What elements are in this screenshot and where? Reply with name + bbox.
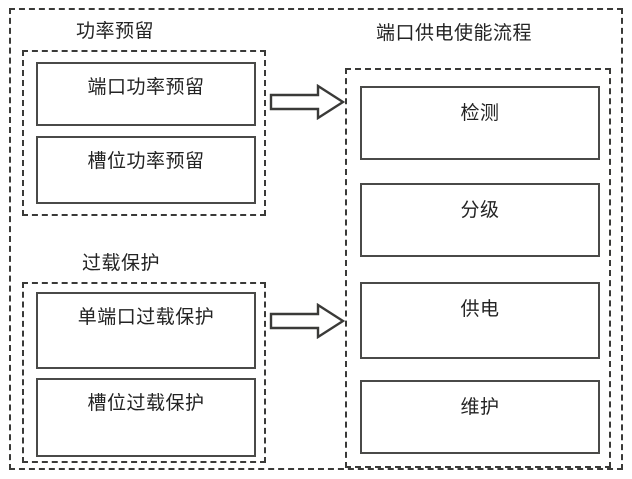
arrow-power-reservation-to-flow — [269, 84, 345, 120]
group-title-overload-protection: 过载保护 — [82, 253, 161, 274]
box-label-single-port-overload-protection: 单端口过载保护 — [77, 307, 215, 328]
group-box-overload-protection: 单端口过载保护 槽位过载保护 — [22, 282, 266, 463]
group-box-port-power-enable-flow: 检测 分级 供电 维护 — [345, 68, 611, 468]
box-step-power-supply[interactable]: 供电 — [360, 282, 600, 359]
box-label-slot-overload-protection: 槽位过载保护 — [87, 393, 205, 414]
box-label-step-power-supply: 供电 — [460, 299, 500, 320]
group-box-power-reservation: 端口功率预留 槽位功率预留 — [22, 50, 266, 216]
box-step-classification[interactable]: 分级 — [360, 183, 600, 257]
box-label-step-maintenance: 维护 — [460, 397, 500, 418]
box-label-port-power-reservation: 端口功率预留 — [87, 77, 205, 98]
box-label-step-classification: 分级 — [460, 200, 500, 221]
box-label-step-detection: 检测 — [460, 103, 500, 124]
box-step-maintenance[interactable]: 维护 — [360, 380, 600, 454]
box-single-port-overload-protection[interactable]: 单端口过载保护 — [36, 292, 256, 369]
group-title-power-reservation: 功率预留 — [76, 21, 155, 42]
group-title-port-power-enable-flow: 端口供电使能流程 — [376, 23, 533, 44]
box-slot-power-reservation[interactable]: 槽位功率预留 — [36, 136, 256, 204]
outer-system-boundary — [9, 8, 623, 470]
box-step-detection[interactable]: 检测 — [360, 86, 600, 160]
box-label-slot-power-reservation: 槽位功率预留 — [87, 151, 205, 172]
box-port-power-reservation[interactable]: 端口功率预留 — [36, 62, 256, 126]
box-slot-overload-protection[interactable]: 槽位过载保护 — [36, 378, 256, 457]
arrow-overload-protection-to-flow — [269, 303, 345, 339]
